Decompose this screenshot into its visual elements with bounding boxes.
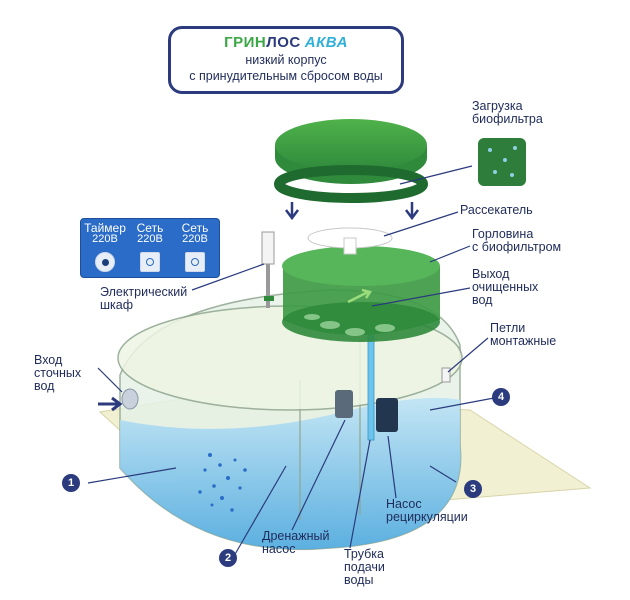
- panel-net2-voltage: 220В: [182, 233, 208, 245]
- label-loops: Петли монтажные: [490, 321, 557, 348]
- socket-icon: [140, 252, 160, 272]
- badge-3: 3: [464, 480, 482, 498]
- label-splitter: Рассекатель: [460, 203, 533, 217]
- label-outlet: Выход очищенных вод: [472, 267, 539, 307]
- label-cabinet: Электрический шкаф: [100, 285, 188, 312]
- brand-green: ГРИН: [224, 34, 267, 51]
- label-inlet: Вход сточных вод: [34, 353, 82, 393]
- outlet-arrow-icon: [347, 288, 373, 304]
- brand-product: АКВА: [304, 34, 348, 51]
- label-drain-pump: Дренажный насос: [262, 529, 330, 556]
- electric-cabinet: [261, 231, 275, 265]
- badge-4: 4: [492, 388, 510, 406]
- inlet-arrow-icon: [98, 396, 123, 412]
- badge-2: 2: [219, 549, 237, 567]
- subtitle-line-2: с принудительным сбросом воды: [189, 69, 383, 83]
- inlet-pipe: [121, 388, 139, 410]
- panel-net2-label: Сеть: [181, 221, 209, 235]
- supply-tube: [367, 329, 375, 441]
- panel-timer-voltage: 220В: [92, 233, 118, 245]
- panel-net-1: Сеть 220В: [128, 221, 172, 272]
- panel-timer: Таймер 220В: [83, 221, 127, 272]
- pointer-lines: [87, 165, 495, 557]
- panel-timer-label: Таймер: [84, 221, 126, 235]
- mounting-loop: [441, 367, 451, 383]
- label-neck: Горловина с биофильтром: [472, 227, 562, 254]
- panel-net1-label: Сеть: [136, 221, 164, 235]
- lid: [275, 119, 427, 171]
- drain-pump: [335, 390, 353, 418]
- lid-arrow-left-icon: [285, 202, 299, 221]
- subtitle-line-1: низкий корпус: [245, 53, 327, 67]
- control-panel: Таймер 220В Сеть 220В Сеть 220В: [80, 218, 220, 278]
- recirculation-pump: [376, 398, 398, 432]
- badge-1: 1: [62, 474, 80, 492]
- brand-blue: ЛОС: [266, 34, 301, 51]
- panel-net-2: Сеть 220В: [173, 221, 217, 272]
- socket-icon: [185, 252, 205, 272]
- label-recirc-pump: Насос рециркуляции: [386, 497, 468, 524]
- label-biofilter-load: Загрузка биофильтра: [472, 99, 543, 126]
- tank-water: [120, 397, 461, 550]
- biofilter-neck-top: [282, 246, 440, 286]
- aeration-bubbles: [198, 453, 247, 512]
- biofilter-sample: [478, 138, 526, 186]
- panel-net1-voltage: 220В: [137, 233, 163, 245]
- label-supply-tube: Трубка подачи воды: [344, 547, 385, 587]
- lid-arrow-right-icon: [405, 202, 419, 221]
- biofilter-ring: [274, 165, 428, 203]
- timer-socket-icon: [95, 252, 115, 272]
